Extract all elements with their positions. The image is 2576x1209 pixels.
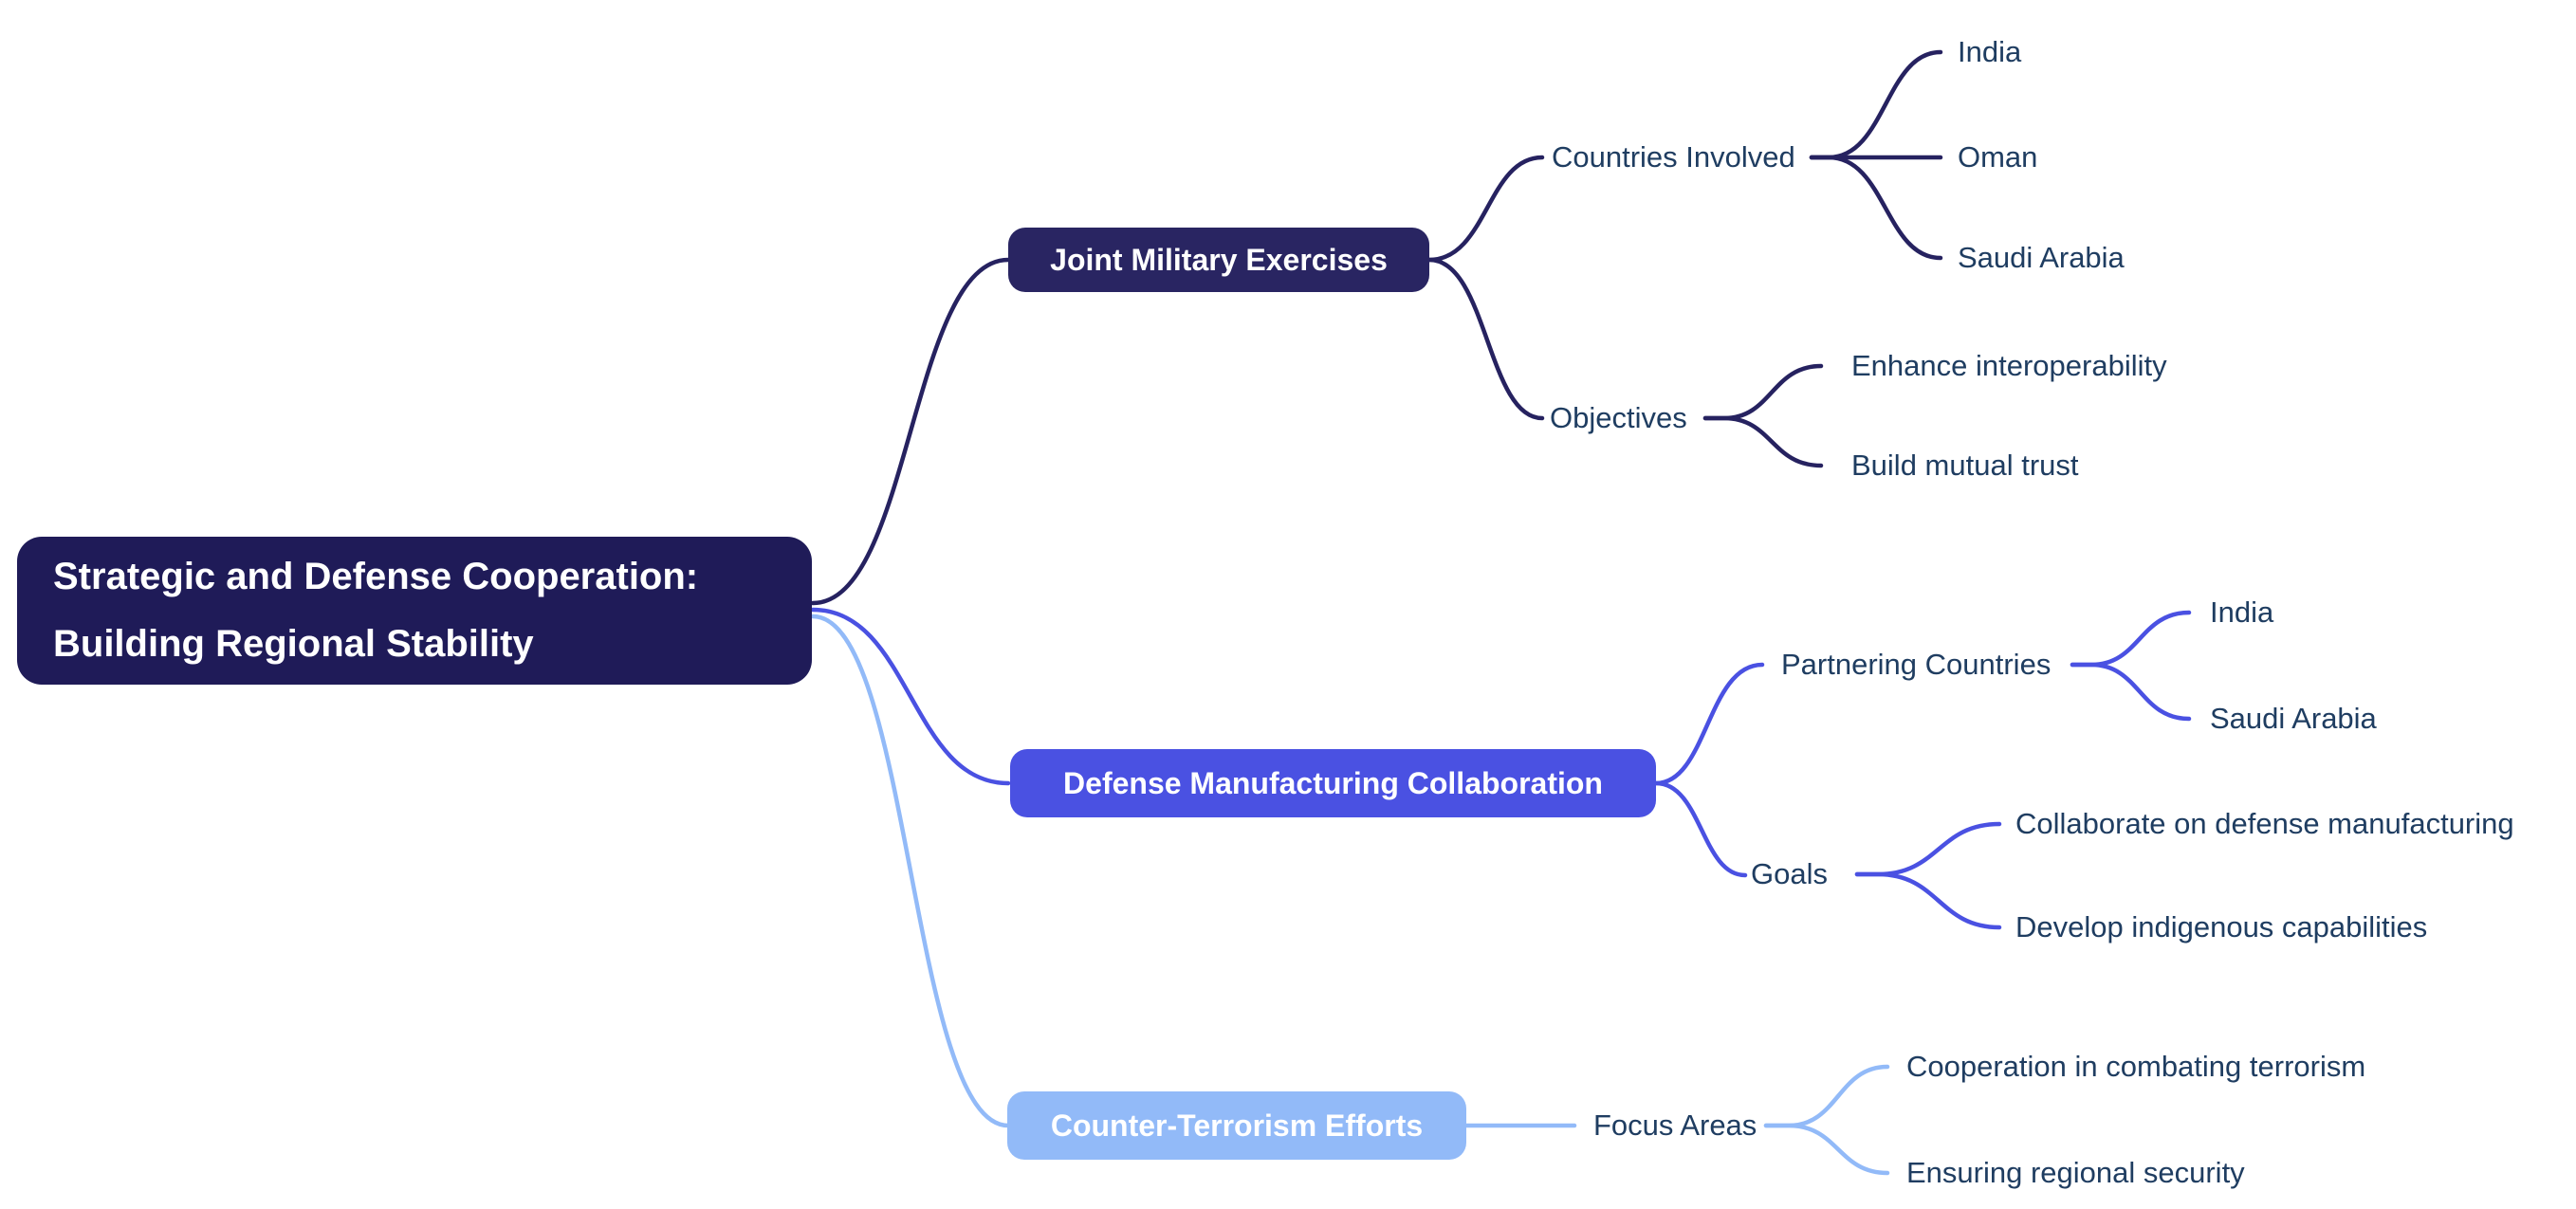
link-countries-to-india — [1809, 49, 1943, 160]
node-collaborate-on-defense-manufacturing[interactable]: Collaborate on defense manufacturing — [2015, 807, 2514, 840]
link-focus-to-ensuring — [1763, 1123, 1890, 1176]
root-title-line1: Strategic and Defense Cooperation: — [53, 556, 699, 597]
node-saudi-arabia-dmc[interactable]: Saudi Arabia — [2210, 702, 2377, 735]
link-jme-to-countries-involved — [1426, 155, 1545, 263]
node-joint-military-exercises[interactable]: Joint Military Exercises — [1008, 228, 1429, 292]
node-objectives[interactable]: Objectives — [1550, 401, 1687, 434]
node-india-dmc[interactable]: India — [2210, 595, 2274, 629]
link-root-to-joint-military-exercises — [810, 257, 1011, 606]
node-develop-indigenous-capabilities[interactable]: Develop indigenous capabilities — [2015, 910, 2428, 943]
link-dmc-to-partnering-countries — [1653, 662, 1765, 786]
node-label: Counter-Terrorism Efforts — [1050, 1108, 1424, 1143]
link-partnering-to-india — [2070, 610, 2192, 668]
node-build-mutual-trust[interactable]: Build mutual trust — [1851, 449, 2079, 482]
node-goals[interactable]: Goals — [1751, 857, 1828, 890]
node-saudi-arabia-jme[interactable]: Saudi Arabia — [1958, 241, 2125, 274]
link-countries-to-saudi-arabia — [1809, 155, 1943, 261]
link-dmc-to-goals — [1653, 780, 1748, 878]
node-india-jme[interactable]: India — [1958, 35, 2022, 68]
root-node[interactable]: Strategic and Defense Cooperation: Build… — [17, 537, 812, 685]
node-oman[interactable]: Oman — [1958, 140, 2038, 174]
node-label: Defense Manufacturing Collaboration — [1063, 765, 1603, 800]
node-defense-manufacturing-collaboration[interactable]: Defense Manufacturing Collaboration — [1010, 749, 1656, 817]
node-ensuring-regional-security[interactable]: Ensuring regional security — [1906, 1156, 2245, 1189]
link-goals-to-collaborate — [1854, 821, 2002, 877]
link-objectives-to-build-mutual-trust — [1702, 415, 1824, 468]
node-countries-involved[interactable]: Countries Involved — [1552, 140, 1795, 174]
link-focus-to-cooperation — [1763, 1064, 1890, 1128]
link-objectives-to-enhance-interoperability — [1702, 363, 1824, 421]
link-partnering-to-saudi-arabia — [2070, 662, 2192, 722]
link-root-to-defense-manufacturing — [810, 607, 1011, 786]
node-enhance-interoperability[interactable]: Enhance interoperability — [1851, 349, 2167, 382]
node-cooperation-in-combating-terrorism[interactable]: Cooperation in combating terrorism — [1906, 1050, 2366, 1083]
node-counter-terrorism-efforts[interactable]: Counter-Terrorism Efforts — [1007, 1091, 1466, 1160]
node-focus-areas[interactable]: Focus Areas — [1593, 1108, 1757, 1142]
node-partnering-countries[interactable]: Partnering Countries — [1781, 648, 2052, 681]
link-root-to-counter-terrorism — [810, 614, 1011, 1128]
link-goals-to-develop — [1854, 871, 2002, 930]
node-label: Joint Military Exercises — [1050, 242, 1388, 277]
root-title-line2: Building Regional Stability — [53, 623, 534, 665]
link-jme-to-objectives — [1426, 257, 1545, 421]
